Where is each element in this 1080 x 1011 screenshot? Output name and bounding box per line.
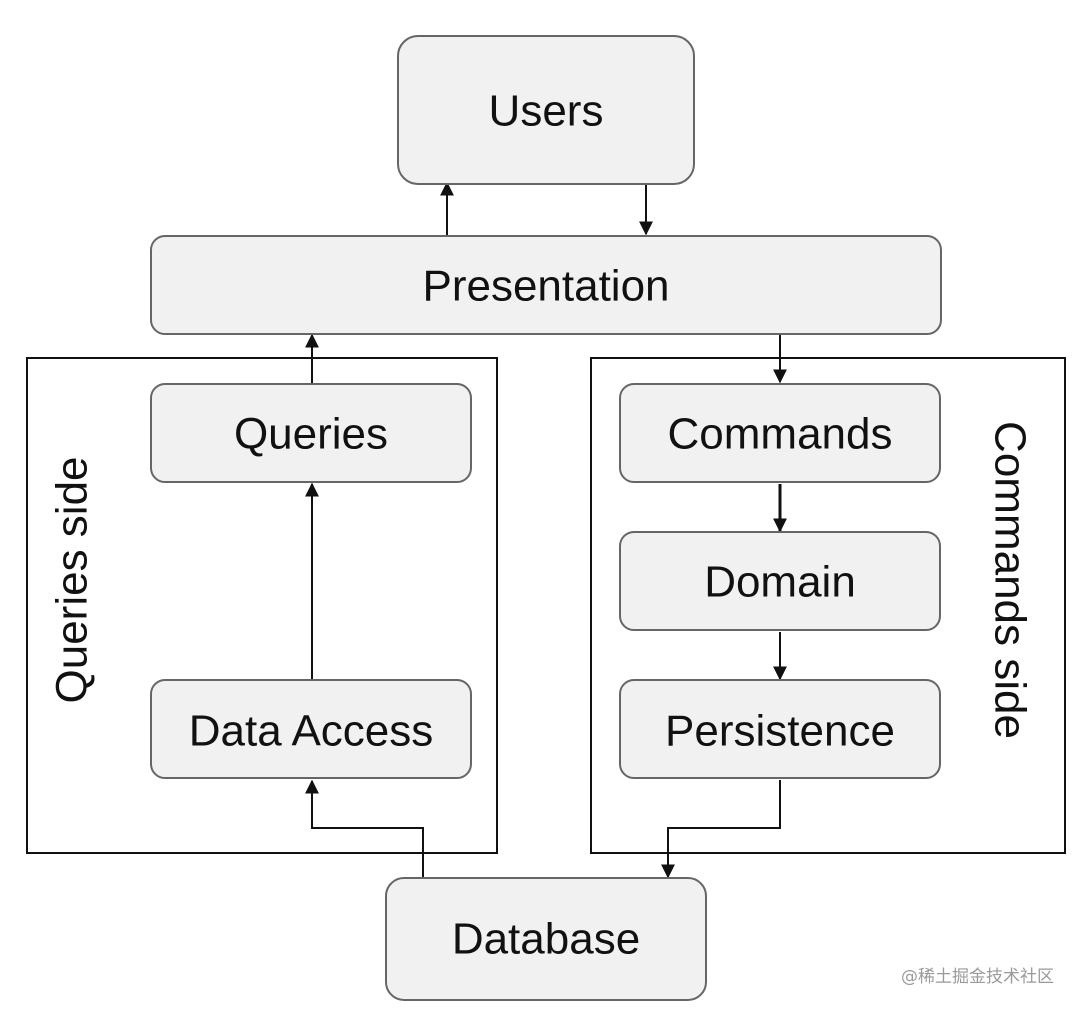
queries-side-label: Queries side xyxy=(48,456,97,703)
users-label: Users xyxy=(489,87,604,136)
connectors xyxy=(305,181,787,879)
queries-side-container xyxy=(26,357,498,854)
domain-label: Domain xyxy=(704,558,856,607)
node-domain: Domain xyxy=(619,531,941,631)
presentation-label: Presentation xyxy=(422,262,669,311)
data-access-label: Data Access xyxy=(189,707,434,756)
node-persistence: Persistence xyxy=(619,679,941,779)
node-database: Database xyxy=(385,877,707,1001)
commands-side-label: Commands side xyxy=(986,421,1035,739)
node-users: Users xyxy=(397,35,695,185)
commands-label: Commands xyxy=(668,410,893,459)
arrow-database-to-dataaccess xyxy=(305,779,424,878)
commands-side-container xyxy=(590,357,1066,854)
watermark-text: @稀土掘金技术社区 xyxy=(901,967,1054,987)
queries-label: Queries xyxy=(234,410,388,459)
node-commands: Commands xyxy=(619,383,941,483)
arrow-persistence-to-database xyxy=(661,780,781,879)
node-data-access: Data Access xyxy=(150,679,472,779)
persistence-label: Persistence xyxy=(665,707,895,756)
node-presentation: Presentation xyxy=(150,235,942,335)
database-label: Database xyxy=(452,915,640,964)
node-queries: Queries xyxy=(150,383,472,483)
